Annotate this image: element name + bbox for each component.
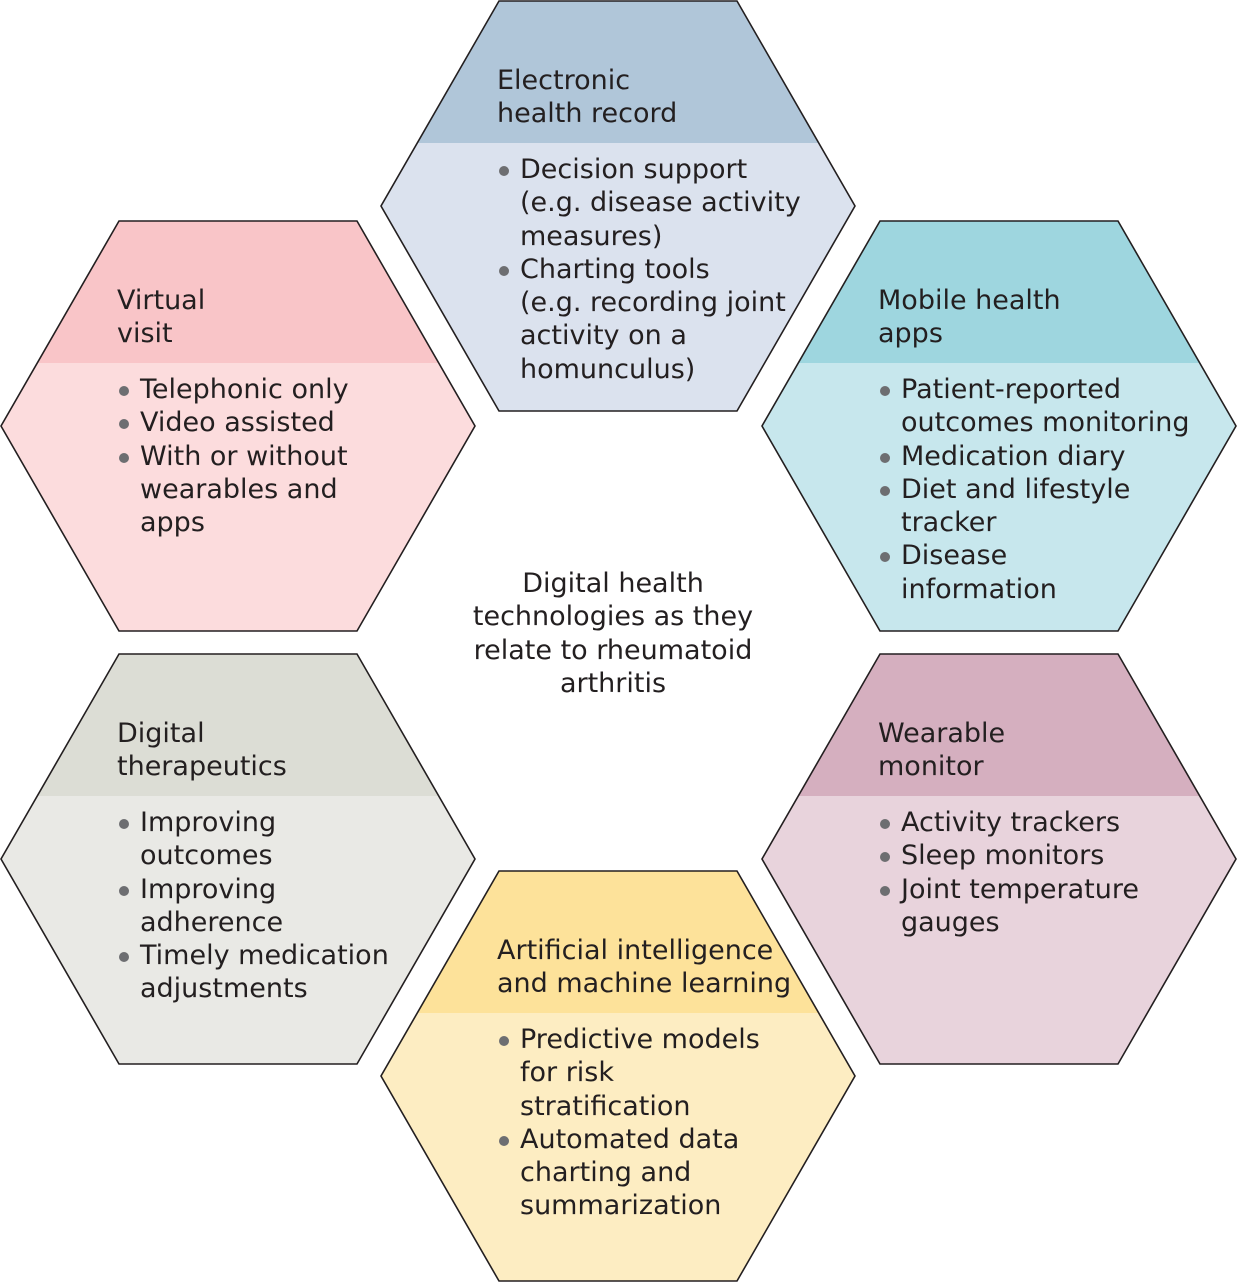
list-item: Medication diary: [878, 440, 1190, 473]
list-item: Sleep monitors: [878, 839, 1139, 872]
hexagon-shape: [761, 220, 1237, 632]
hexagon-shape: [0, 220, 476, 632]
list-item: Telephonic only: [117, 373, 349, 406]
hexagon-item-list: Telephonic only Video assisted With or w…: [117, 373, 349, 539]
hexagon-shape: [761, 653, 1237, 1065]
hexagon-shape: [380, 0, 856, 412]
hexagon-shape: [380, 870, 856, 1282]
list-item: Activity trackers: [878, 806, 1139, 839]
center-label: Digital health technologies as they rela…: [472, 568, 754, 699]
list-item: Video assisted: [117, 406, 349, 439]
hexagon-item-list: Activity trackers Sleep monitors Joint t…: [878, 806, 1139, 939]
